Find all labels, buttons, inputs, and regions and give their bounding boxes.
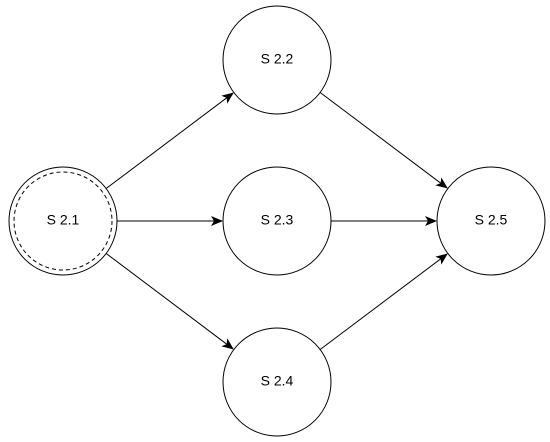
state-node-s23: S 2.3 [222, 166, 332, 276]
state-node-s24: S 2.4 [222, 327, 332, 437]
state-circle [222, 166, 332, 276]
state-node-s22: S 2.2 [222, 5, 332, 115]
state-circle [222, 5, 332, 115]
edge-s21-s24 [105, 253, 234, 350]
initial-state-dashed-ring [13, 171, 113, 271]
edge-s22-s25 [319, 92, 448, 189]
edges-layer [105, 92, 448, 350]
state-node-s25: S 2.5 [436, 166, 546, 276]
state-label: S 2.1 [47, 212, 80, 228]
state-circle [436, 166, 546, 276]
state-circle [8, 166, 118, 276]
state-label: S 2.5 [475, 212, 508, 228]
state-label: S 2.3 [261, 212, 294, 228]
state-circle [222, 327, 332, 437]
edge-s21-s22 [105, 92, 234, 189]
edge-s24-s25 [319, 253, 448, 350]
state-label: S 2.4 [261, 373, 294, 389]
state-label: S 2.2 [261, 51, 294, 67]
nodes-layer: S 2.1 S 2.2 S 2.3 S 2.4 S 2.5 [8, 5, 546, 437]
state-node-s21: S 2.1 [8, 166, 118, 276]
